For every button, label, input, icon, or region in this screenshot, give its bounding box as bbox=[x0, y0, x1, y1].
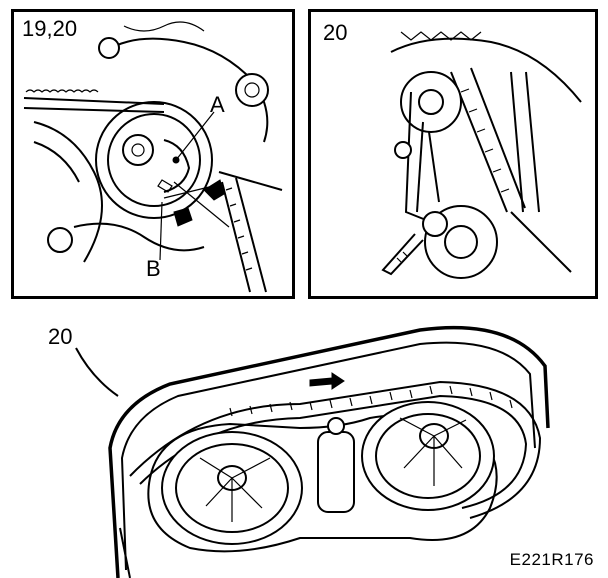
panel-label: 20 bbox=[48, 324, 73, 349]
panel-label: 20 bbox=[321, 20, 350, 45]
figure-id: E221R176 bbox=[509, 550, 594, 569]
panel-label: 19,20 bbox=[20, 16, 80, 41]
tensioner-detail-drawing bbox=[23, 21, 283, 293]
tensioner-assembly-panel: 20 bbox=[308, 9, 598, 299]
belt-drive-drawing bbox=[75, 325, 550, 578]
tensioner-assembly-drawing bbox=[381, 31, 582, 279]
callout-a: A bbox=[210, 92, 225, 117]
tensioner-detail-panel: 19,20 A B bbox=[11, 9, 295, 299]
callout-b: B bbox=[146, 256, 161, 281]
belt-drive-panel: 20 E221R176 bbox=[0, 308, 608, 578]
